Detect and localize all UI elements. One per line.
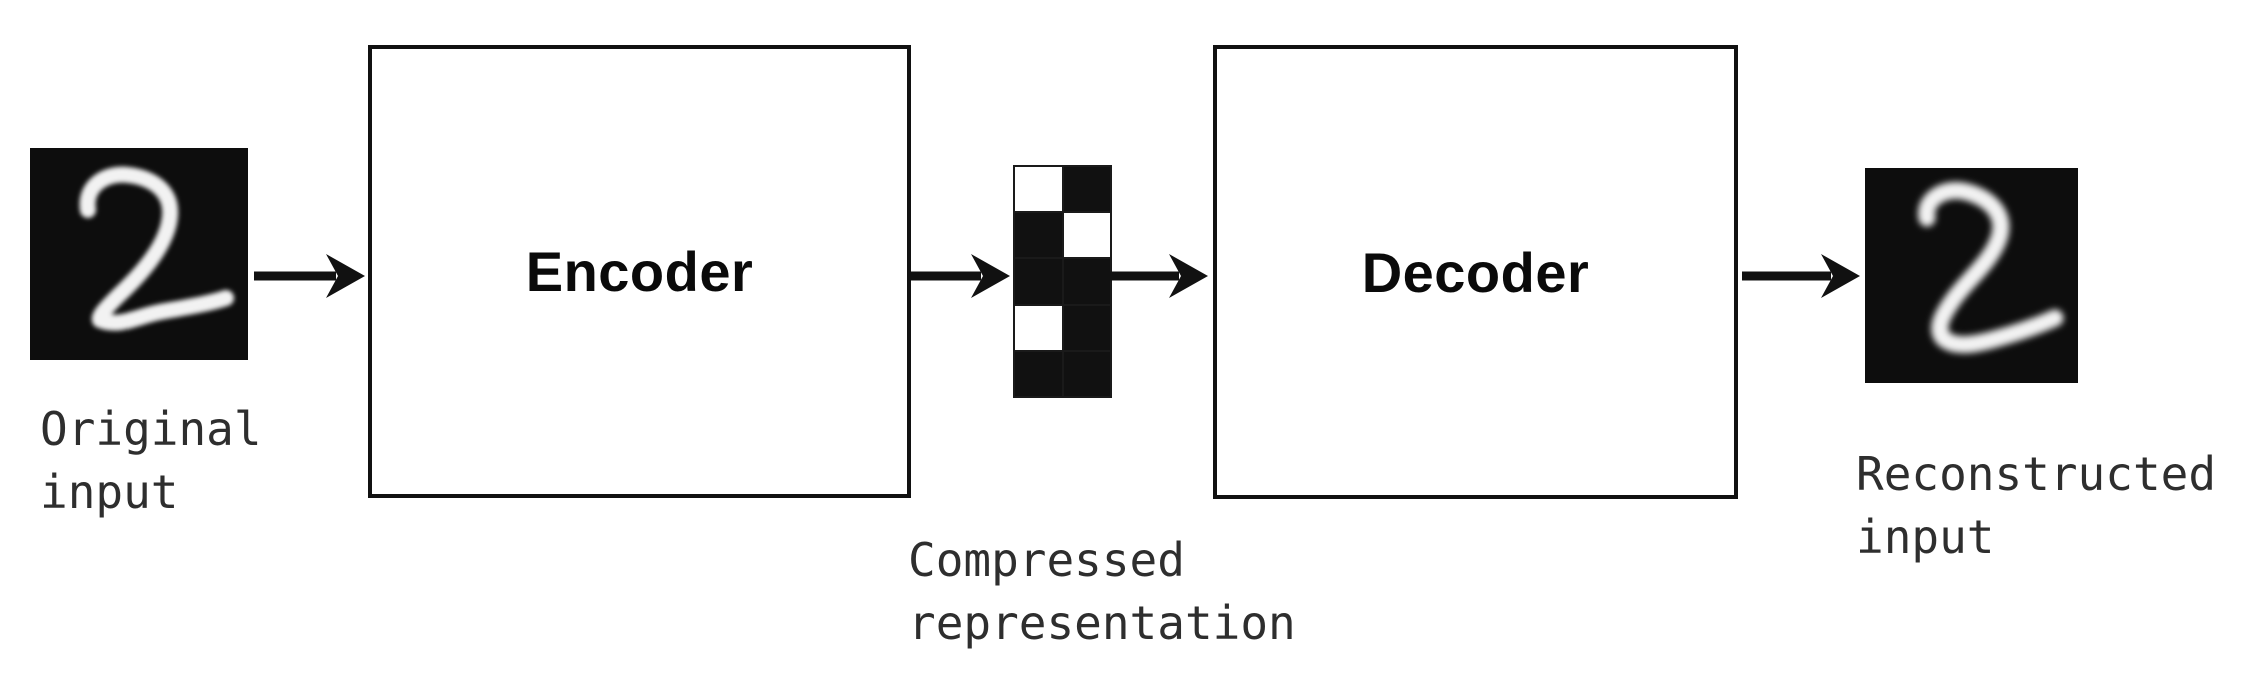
- compressed-representation-grid: [1013, 165, 1112, 398]
- original-digit-image: [30, 148, 248, 360]
- code-cell: [1063, 259, 1110, 304]
- reconstructed-input-label: Reconstructed input: [1856, 447, 2217, 564]
- code-cell: [1063, 305, 1110, 350]
- handwritten-two-blurry-icon: [1918, 182, 2064, 353]
- code-cell: [1015, 259, 1062, 304]
- decoder-box: Decoder: [1213, 45, 1738, 499]
- code-cell: [1015, 305, 1062, 350]
- arrow-input-to-encoder-icon: [252, 251, 365, 301]
- code-cell: [1015, 167, 1062, 212]
- original-input-label: Original input: [40, 402, 262, 519]
- handwritten-two-icon: [79, 166, 234, 331]
- compressed-representation-label: Compressed representation: [908, 533, 1296, 650]
- arrow-code-to-decoder-icon: [1110, 251, 1208, 301]
- arrow-encoder-to-code-icon: [908, 251, 1010, 301]
- encoder-box: Encoder: [368, 45, 911, 498]
- code-cell: [1063, 351, 1110, 396]
- decoder-label: Decoder: [1361, 240, 1590, 304]
- code-cell: [1015, 351, 1062, 396]
- reconstructed-digit-image: [1865, 168, 2078, 383]
- encoder-label: Encoder: [525, 240, 754, 303]
- code-cell: [1063, 167, 1110, 212]
- code-cell: [1063, 213, 1110, 258]
- arrow-decoder-to-output-icon: [1742, 251, 1860, 301]
- code-cell: [1015, 213, 1062, 258]
